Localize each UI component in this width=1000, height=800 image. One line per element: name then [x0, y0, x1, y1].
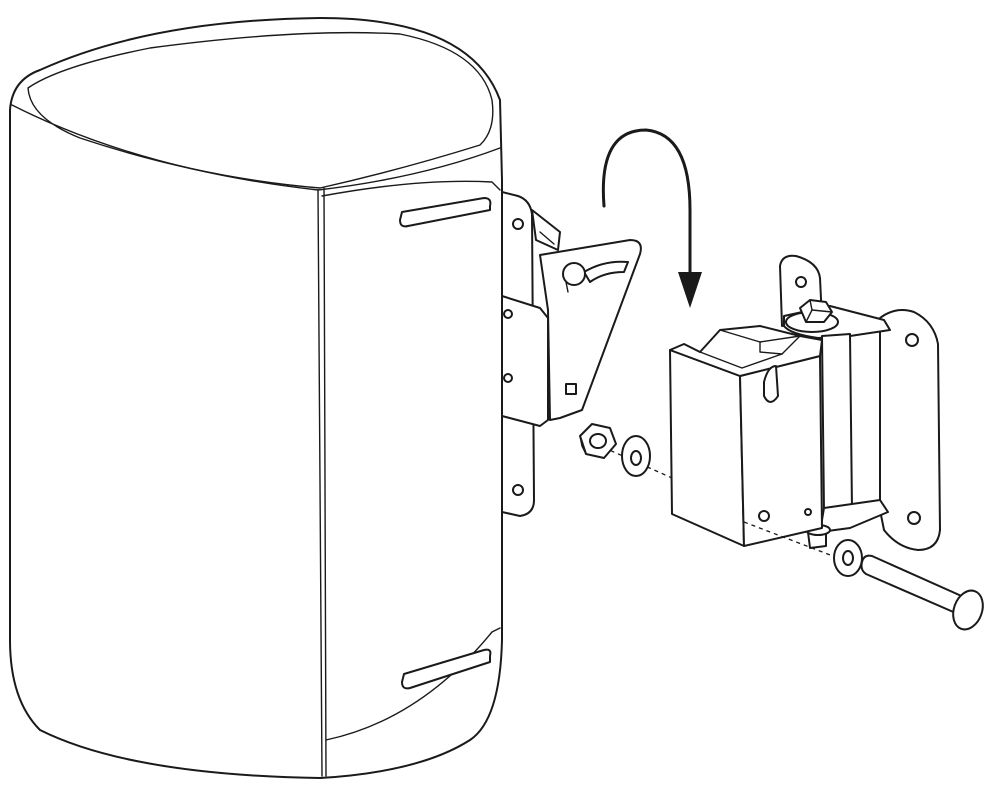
rotation-arrow — [601, 128, 702, 308]
hex-nut-side — [579, 435, 587, 455]
arm-pivot-knob — [562, 262, 586, 286]
wall-mount-bracket — [669, 254, 941, 551]
speaker-side-groove-bottom — [325, 627, 501, 741]
channel-inner-lip — [759, 341, 783, 355]
flange-rivet-top — [503, 309, 513, 319]
speaker-cabinet — [9, 17, 503, 779]
bolt-head — [952, 589, 984, 631]
speaker-body — [9, 17, 503, 779]
side-bracket-upper-fin — [531, 209, 561, 251]
fin-slot — [539, 231, 555, 245]
wall-plate-hole-bottom — [907, 511, 921, 525]
hex-nut-thread-hole — [589, 433, 607, 449]
bolt-shaft — [860, 554, 967, 615]
side-bracket-arm — [539, 239, 642, 421]
wall-plate-hole-top — [905, 333, 919, 347]
flat-washer-hole — [630, 450, 642, 466]
spring-washer-hole — [842, 550, 854, 566]
side-bracket-flange — [501, 295, 549, 427]
hex-nut — [579, 423, 617, 459]
speaker-slot-top — [399, 197, 492, 228]
channel-side-slot — [763, 365, 779, 403]
hinge-cylinder — [821, 333, 853, 513]
speaker-side-bracket — [501, 191, 642, 517]
speaker-front-seam — [317, 189, 323, 777]
wall-plate-upper-hole — [795, 276, 807, 288]
plate-hole-top — [512, 218, 524, 230]
hex-bolt-facet-2 — [811, 309, 833, 313]
channel-side-face — [739, 355, 823, 547]
channel-front-face — [669, 349, 745, 547]
flat-washer — [621, 435, 651, 477]
wall-plate-main — [879, 309, 941, 551]
arm-square-hole — [565, 383, 577, 395]
speaker-slot-bottom — [401, 648, 492, 690]
knob-shadow — [565, 281, 569, 293]
speaker-top-cap-edge — [11, 104, 501, 191]
channel-inner-wall — [699, 335, 801, 369]
speaker-front-seam-2 — [323, 187, 327, 777]
flange-rivet-bottom — [503, 373, 513, 383]
arm-curved-slot — [583, 260, 629, 283]
spring-washer — [833, 539, 863, 577]
channel-rivet — [804, 508, 812, 516]
plate-hole-bottom — [512, 484, 524, 496]
speaker-side-groove-top — [321, 180, 501, 197]
channel-bolt-hole — [758, 510, 770, 522]
rotation-arrow-curve — [601, 128, 692, 278]
rotation-arrow-head — [678, 272, 702, 308]
mounting-bolt — [860, 554, 984, 631]
